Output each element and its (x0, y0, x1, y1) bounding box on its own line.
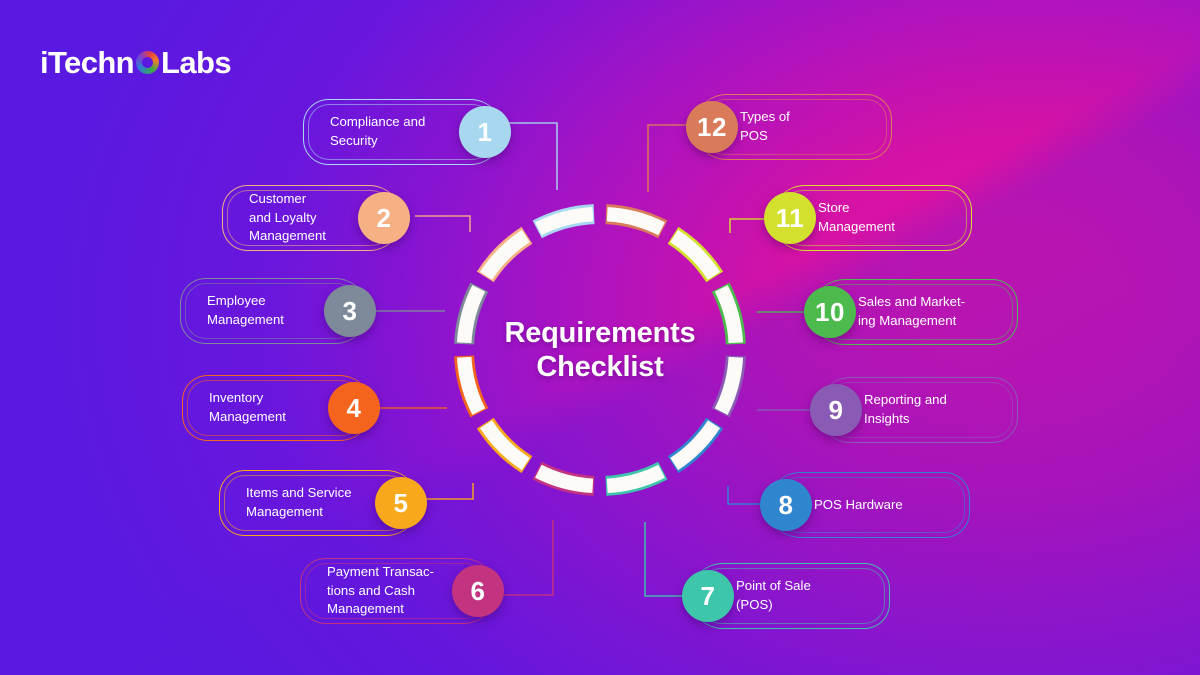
checklist-item-2[interactable]: Customer and Loyalty Management 2 (222, 185, 410, 251)
item-pill: Customer and Loyalty Management (222, 185, 402, 251)
item-label: Reporting and Insights (864, 392, 947, 426)
item-pill: Items and Service Management (219, 470, 419, 536)
item-label: Types of POS (740, 109, 790, 143)
ring-segment-fill (456, 285, 486, 344)
checklist-item-7[interactable]: Point of Sale (POS)7 (682, 563, 890, 629)
item-number-badge[interactable]: 9 (810, 384, 862, 436)
checklist-item-5[interactable]: Items and Service Management 5 (219, 470, 427, 536)
item-number-badge[interactable]: 1 (459, 106, 511, 158)
item-label: Customer and Loyalty Management (249, 190, 326, 244)
logo-ring-icon (136, 51, 160, 74)
item-number-badge[interactable]: 8 (760, 479, 812, 531)
center-ring: Requirements Checklist (440, 190, 760, 510)
item-pill: Sales and Market- ing Management (812, 279, 1018, 345)
item-pill: Inventory Management (182, 375, 372, 441)
center-title-line2: Checklist (536, 351, 664, 383)
ring-segment-fill (479, 420, 530, 471)
item-label: Inventory Management (209, 390, 286, 424)
item-label: Sales and Market- ing Management (858, 294, 966, 328)
item-number-badge[interactable]: 11 (764, 192, 816, 244)
checklist-item-4[interactable]: Inventory Management 4 (182, 375, 380, 441)
item-pill: Compliance and Security (303, 99, 503, 165)
brand-name-part1: iTechn (40, 45, 135, 80)
item-pill: Employee Management (180, 278, 368, 344)
item-label: Payment Transac- tions and Cash Manageme… (327, 563, 435, 617)
ring-segment-fill (606, 464, 665, 494)
checklist-item-6[interactable]: Payment Transac- tions and Cash Manageme… (300, 558, 504, 624)
item-pill: POS Hardware (768, 472, 970, 538)
ring-segments (454, 204, 746, 496)
item-pill: Types of POS (694, 94, 892, 160)
item-label: POS Hardware (814, 496, 903, 512)
ring-segment-fill (670, 420, 721, 471)
ring-segment-fill (456, 356, 486, 415)
item-pill: Store Management (772, 185, 972, 251)
item-number-badge[interactable]: 12 (686, 101, 738, 153)
item-number-badge[interactable]: 4 (328, 382, 380, 434)
item-number-badge[interactable]: 6 (452, 565, 504, 617)
item-pill: Payment Transac- tions and Cash Manageme… (300, 558, 496, 624)
item-number-badge[interactable]: 5 (375, 477, 427, 529)
item-number-badge[interactable]: 7 (682, 570, 734, 622)
ring-segment-fill (714, 285, 744, 344)
item-label: Compliance and Security (330, 114, 426, 148)
ring-segment-fill (479, 229, 530, 280)
center-title-line1: Requirements (504, 316, 696, 349)
ring-segment-fill (606, 206, 665, 236)
item-number-badge[interactable]: 2 (358, 192, 410, 244)
checklist-item-1[interactable]: Compliance and Security 1 (303, 99, 511, 165)
item-label: Store Management (818, 200, 895, 234)
item-number-badge[interactable]: 10 (804, 286, 856, 338)
item-label: Items and Service Management (246, 485, 352, 519)
brand-name-part2: Labs (161, 45, 232, 80)
item-number-badge[interactable]: 3 (324, 285, 376, 337)
brand-logo: iTechn Labs (40, 45, 232, 80)
item-label: Employee Management (207, 293, 284, 327)
item-pill: Reporting and Insights (818, 377, 1018, 443)
ring-segment-fill (714, 356, 744, 415)
ring-segment-fill (535, 464, 594, 494)
ring-segment-fill (535, 206, 594, 236)
checklist-item-3[interactable]: Employee Management 3 (180, 278, 376, 344)
ring-segment-fill (670, 229, 721, 280)
item-pill: Point of Sale (POS) (690, 563, 890, 629)
center-title: Requirements Checklist (440, 190, 760, 510)
item-label: Point of Sale (POS) (736, 578, 811, 612)
